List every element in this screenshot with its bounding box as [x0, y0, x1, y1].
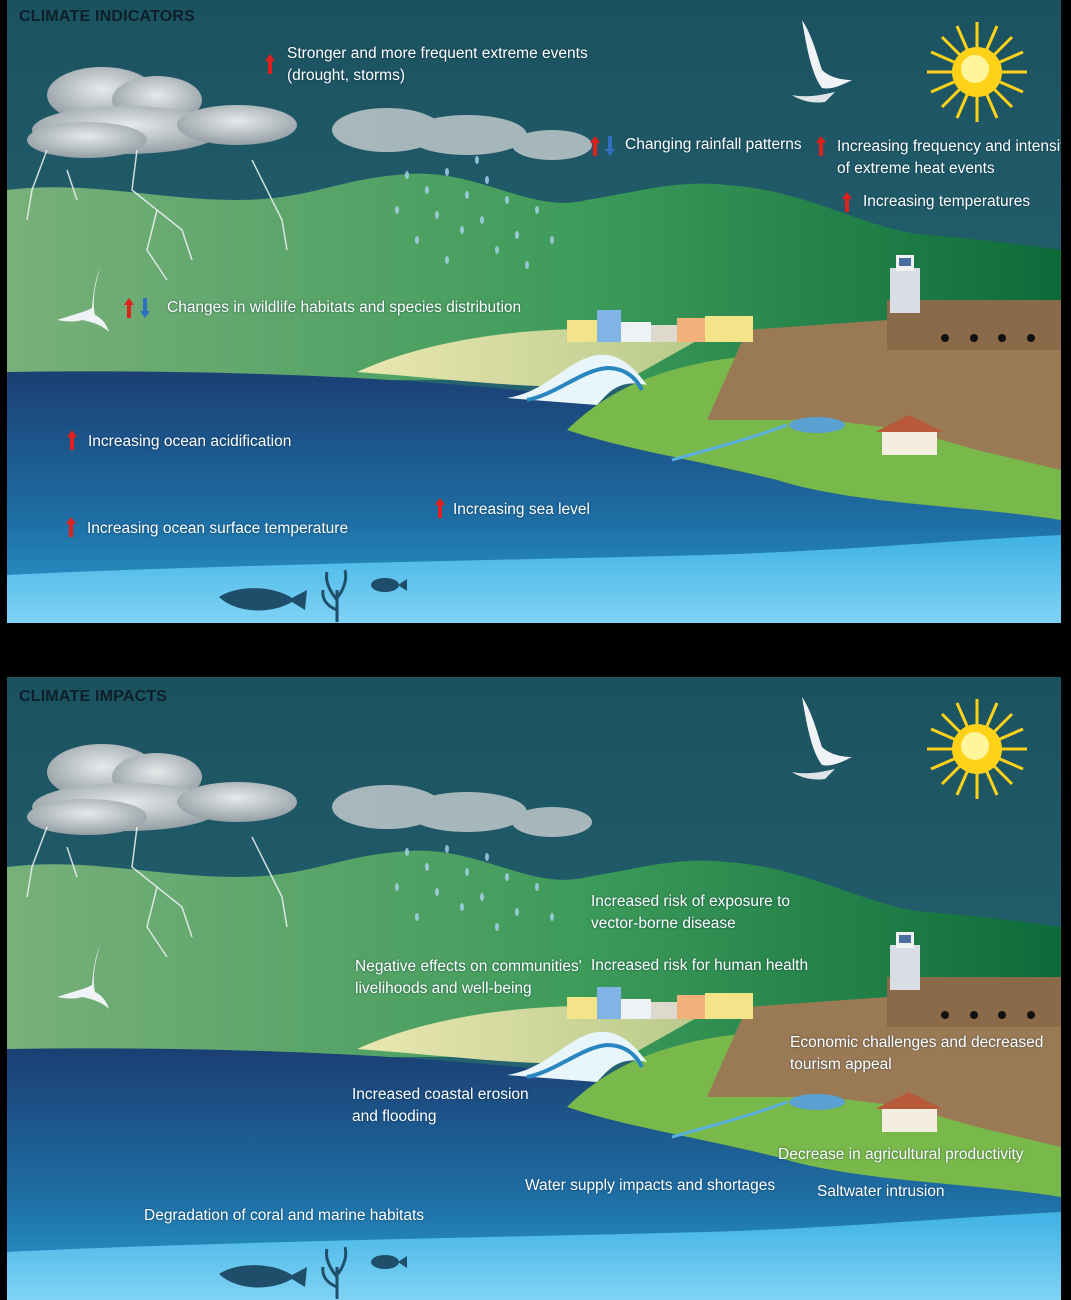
- arrow-up-icon: [66, 517, 76, 537]
- indicator-wildlife: Changes in wildlife habitats and species…: [167, 299, 522, 316]
- arrow-up-icon: [590, 136, 600, 156]
- indicator-temperatures: Increasing temperatures: [863, 193, 1031, 210]
- panel-title: CLIMATE INDICATORS: [19, 8, 196, 25]
- bird-icon: [792, 697, 852, 780]
- impact-human-health: Increased risk for human health: [591, 957, 809, 974]
- impact-agriculture: Decrease in agricultural productivity: [778, 1146, 1024, 1163]
- arrow-up-icon: [435, 498, 445, 518]
- impact-communities: Negative effects on communities' livelih…: [355, 958, 582, 997]
- rain-drops: [395, 156, 554, 269]
- arrow-up-icon: [124, 298, 134, 318]
- bird-icon: [57, 945, 109, 1009]
- panel-title: CLIMATE IMPACTS: [19, 688, 168, 705]
- arrow-down-icon: [605, 136, 615, 156]
- indicator-sea-level: Increasing sea level: [453, 501, 590, 518]
- sun-icon: [927, 22, 1027, 122]
- indicator-rainfall: Changing rainfall patterns: [625, 136, 802, 153]
- climate-impacts-panel: CLIMATE IMPACTS Increased risk of exposu…: [7, 677, 1061, 1300]
- sun-icon: [927, 699, 1027, 799]
- arrow-up-icon: [842, 192, 852, 212]
- indicator-ocean-temp: Increasing ocean surface temperature: [87, 520, 349, 537]
- indicator-extreme-events: Stronger and more frequent extreme event…: [287, 45, 588, 84]
- arrow-up-icon: [67, 430, 77, 450]
- indicators-scene: [7, 0, 1061, 623]
- impact-coral: Degradation of coral and marine habitats: [144, 1207, 425, 1224]
- impacts-scene: [7, 677, 1061, 1300]
- impact-saltwater: Saltwater intrusion: [817, 1183, 945, 1200]
- indicator-heat-events: Increasing frequency and intensity of ex…: [837, 138, 1061, 177]
- impact-erosion: Increased coastal erosion and flooding: [352, 1086, 529, 1125]
- indicator-acidification: Increasing ocean acidification: [88, 433, 292, 450]
- rain-drops: [395, 845, 554, 931]
- bird-icon: [57, 268, 109, 332]
- arrow-up-icon: [265, 54, 275, 74]
- climate-indicators-panel: CLIMATE INDICATORS Stronger and more fre…: [7, 0, 1061, 623]
- bird-icon: [792, 20, 852, 103]
- impact-water-supply: Water supply impacts and shortages: [525, 1177, 776, 1194]
- arrow-up-icon: [816, 136, 826, 156]
- arrow-down-icon: [140, 298, 150, 318]
- impact-vector-disease: Increased risk of exposure to vector-bor…: [591, 893, 791, 932]
- impact-economic: Economic challenges and decreased touris…: [790, 1034, 1044, 1073]
